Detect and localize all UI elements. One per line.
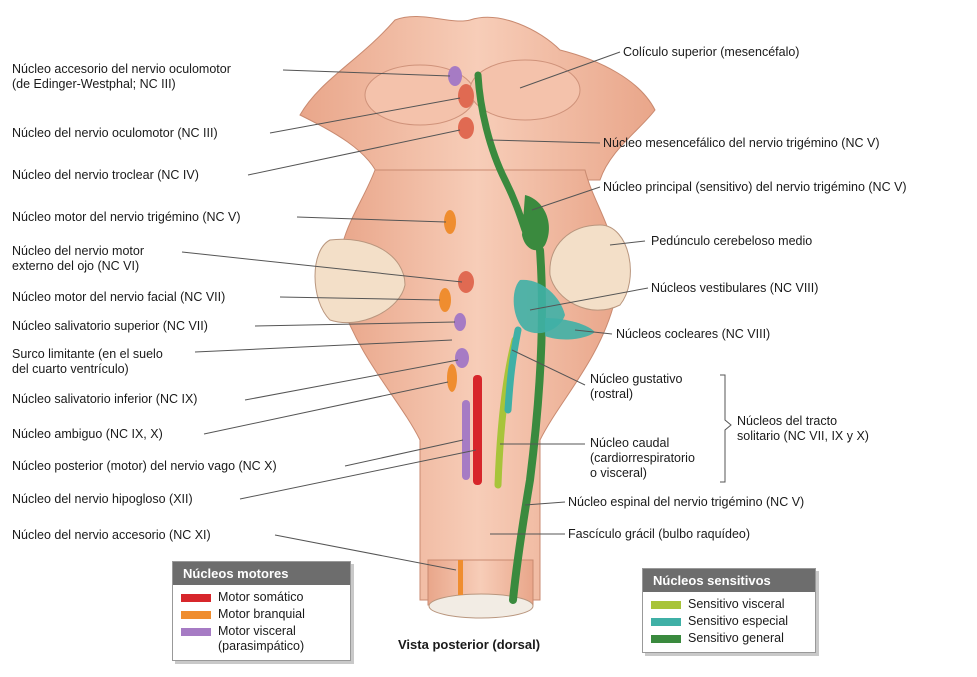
accessory-nucleus — [458, 560, 463, 595]
legend-motor-title: Núcleos motores — [173, 562, 350, 585]
label-middle-cerebellar-peduncle: Pedúnculo cerebeloso medio — [651, 234, 812, 249]
nucleus-ambiguus — [447, 364, 457, 392]
spinal-cord-section — [429, 594, 533, 618]
label-sulcus-limitans: Surco limitante (en el suelo del cuarto … — [12, 347, 163, 377]
hypoglossal-nucleus — [473, 375, 482, 485]
label-hypoglossal: Núcleo del nervio hipogloso (XII) — [12, 492, 193, 507]
legend-swatch — [651, 618, 681, 626]
legend-label: Motor visceral (parasimpático) — [218, 624, 304, 654]
oculomotor-nucleus — [458, 84, 474, 108]
label-vestibular-nuclei: Núcleos vestibulares (NC VIII) — [651, 281, 818, 296]
legend-swatch — [181, 611, 211, 619]
legend-motor: Núcleos motores Motor somático Motor bra… — [172, 561, 351, 661]
label-cochlear-nuclei: Núcleos cocleares (NC VIII) — [616, 327, 770, 342]
view-caption: Vista posterior (dorsal) — [398, 637, 540, 652]
legend-item: Sensitivo general — [643, 630, 815, 647]
legend-item: Motor somático — [173, 589, 350, 606]
superior-salivatory-nucleus — [454, 313, 466, 331]
legend-swatch — [651, 601, 681, 609]
label-oculomotor: Núcleo del nervio oculomotor (NC III) — [12, 126, 218, 141]
legend-label: Sensitivo general — [688, 631, 784, 646]
legend-label: Sensitivo visceral — [688, 597, 785, 612]
label-spinal-trigeminal: Núcleo espinal del nervio trigémino (NC … — [568, 495, 804, 510]
legend-label: Motor branquial — [218, 607, 305, 622]
legend-sensory-title: Núcleos sensitivos — [643, 569, 815, 592]
label-accessory: Núcleo del nervio accesorio (NC XI) — [12, 528, 211, 543]
label-dorsal-vagal: Núcleo posterior (motor) del nervio vago… — [12, 459, 277, 474]
label-edinger-westphal: Núcleo accesorio del nervio oculomotor (… — [12, 62, 231, 92]
inferior-salivatory-nucleus — [455, 348, 469, 368]
legend-swatch — [181, 594, 211, 602]
legend-label: Sensitivo especial — [688, 614, 788, 629]
label-inferior-salivatory: Núcleo salivatorio inferior (NC IX) — [12, 392, 197, 407]
label-abducens: Núcleo del nervio motor externo del ojo … — [12, 244, 144, 274]
label-superior-colliculus: Colículo superior (mesencéfalo) — [623, 45, 799, 60]
legend-item: Sensitivo especial — [643, 613, 815, 630]
label-trigeminal-motor: Núcleo motor del nervio trigémino (NC V) — [12, 210, 241, 225]
legend-sensory: Núcleos sensitivos Sensitivo visceral Se… — [642, 568, 816, 653]
edinger-westphal-nucleus — [448, 66, 462, 86]
label-gustatory-nucleus: Núcleo gustativo (rostral) — [590, 372, 682, 402]
dorsal-vagal-nucleus — [462, 400, 470, 480]
legend-label: Motor somático — [218, 590, 303, 605]
facial-motor-nucleus — [439, 288, 451, 312]
superior-colliculus-right — [470, 60, 580, 120]
label-principal-trigeminal: Núcleo principal (sensitivo) del nervio … — [603, 180, 907, 195]
label-nucleus-ambiguus: Núcleo ambiguo (NC IX, X) — [12, 427, 163, 442]
legend-item: Motor visceral (parasimpático) — [173, 623, 350, 655]
legend-item: Motor branquial — [173, 606, 350, 623]
label-fasciculus-gracilis: Fascículo grácil (bulbo raquídeo) — [568, 527, 750, 542]
label-superior-salivatory: Núcleo salivatorio superior (NC VII) — [12, 319, 208, 334]
label-trochlear: Núcleo del nervio troclear (NC IV) — [12, 168, 199, 183]
label-caudal-nucleus: Núcleo caudal (cardiorrespiratorio o vis… — [590, 436, 695, 481]
legend-item: Sensitivo visceral — [643, 596, 815, 613]
legend-swatch — [181, 628, 211, 636]
legend-swatch — [651, 635, 681, 643]
label-mesencephalic-trigeminal: Núcleo mesencefálico del nervio trigémin… — [603, 136, 880, 151]
trochlear-nucleus — [458, 117, 474, 139]
label-solitary-tract: Núcleos del tracto solitario (NC VII, IX… — [737, 414, 869, 444]
label-facial-motor: Núcleo motor del nervio facial (NC VII) — [12, 290, 225, 305]
